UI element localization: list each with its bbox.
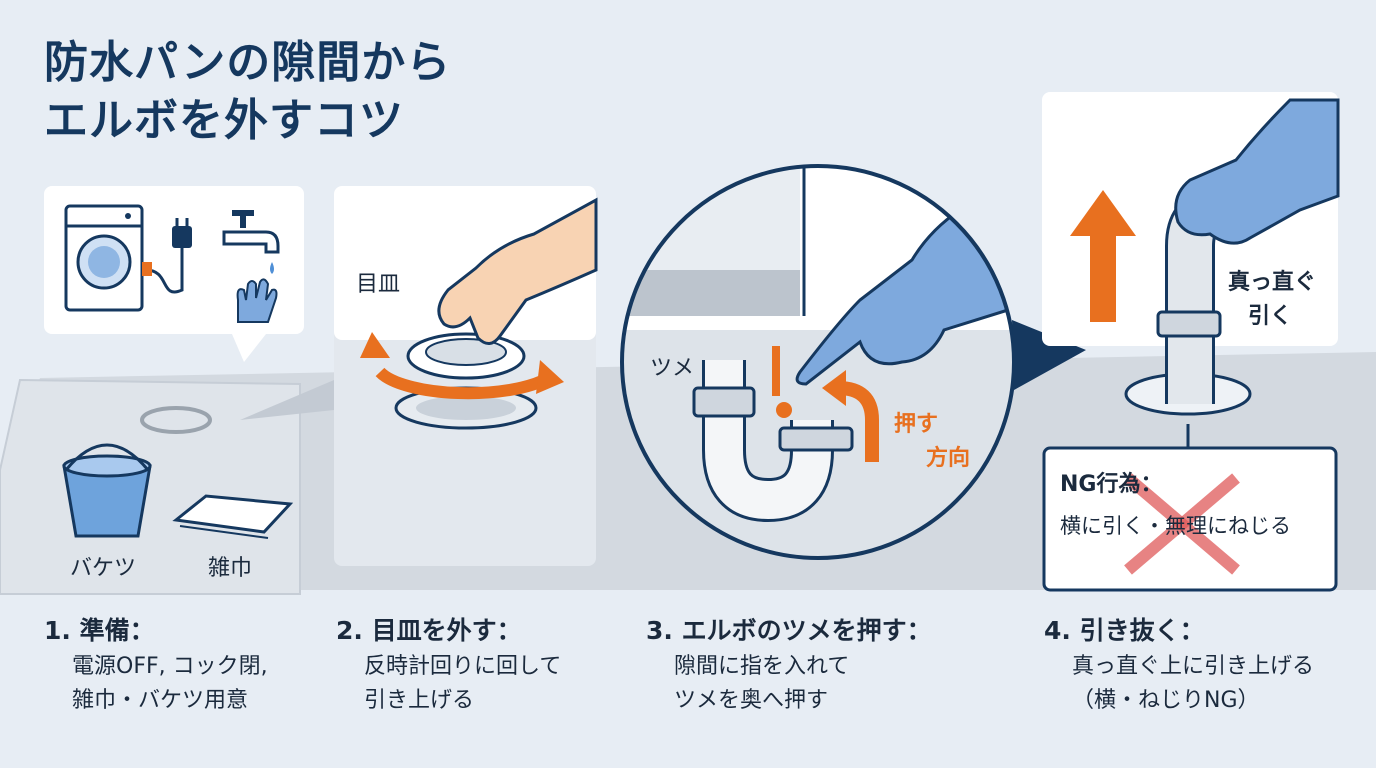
panel1-pointer — [232, 334, 266, 362]
power-plug-icon — [142, 218, 192, 294]
step-4-line1: 真っ直ぐ上に引き上げる — [1072, 654, 1315, 679]
page-title-line2: エルボを外すコツ — [44, 95, 404, 146]
step-1-head: 1. 準備： — [44, 616, 155, 645]
waterproof-pan — [0, 378, 301, 595]
direction-label: 方向 — [926, 446, 971, 471]
ng-title: NG行為： — [1060, 472, 1163, 497]
step-2-line1: 反時計回りに回して — [364, 654, 562, 679]
bucket-label: バケツ — [70, 556, 137, 581]
faucet-icon — [222, 210, 280, 274]
cloth-label: 雑巾 — [208, 556, 253, 581]
step-4: 4. 引き抜く： 真っ直ぐ上に引き上げる （横・ねじりNG） — [1044, 612, 1364, 718]
step-3-line1: 隙間に指を入れて — [674, 654, 850, 679]
panel3-pointer — [1012, 320, 1086, 390]
ng-text: 横に引く・無理にねじる — [1060, 514, 1291, 538]
panel2-pointer — [240, 380, 334, 420]
hand-icon — [437, 197, 598, 345]
cloth-icon — [172, 494, 294, 539]
step-2-line2: 引き上げる — [364, 688, 475, 713]
step-4-line2: （横・ねじりNG） — [1072, 688, 1260, 713]
step-4-head: 4. 引き抜く： — [1044, 616, 1205, 645]
push-label: 押す — [894, 412, 939, 437]
elbow-pipe-icon — [1156, 189, 1222, 404]
step-1: 1. 準備： 電源OFF, コック閉, 雑巾・バケツ用意 — [44, 612, 364, 718]
page-title: 防水パンの隙間から エルボを外すコツ — [44, 34, 451, 150]
ng-box: NG行為： 横に引く・無理にねじる — [1044, 448, 1336, 590]
up-arrow-icon — [1070, 190, 1136, 322]
washing-machine-icon — [64, 204, 144, 312]
page-title-line1: 防水パンの隙間から — [44, 37, 452, 88]
bucket-icon — [62, 443, 152, 538]
trap-cover-icon — [394, 332, 538, 430]
step-1-line1: 電源OFF, コック閉, — [72, 654, 268, 679]
glove-hand-icon — [1174, 98, 1340, 245]
glove-icon — [236, 278, 278, 323]
step-2: 2. 目皿を外す： 反時計回りに回して 引き上げる — [336, 612, 656, 718]
step-3-head: 3. エルボのツメを押す： — [646, 616, 932, 645]
pull-label-line2: 引く — [1248, 304, 1293, 329]
pull-label-line1: 真っ直ぐ — [1228, 270, 1317, 295]
step-3: 3. エルボのツメを押す： 隙間に指を入れて ツメを奥へ押す — [646, 612, 966, 718]
drain-ring — [140, 406, 212, 434]
rotate-arrow-head-left — [360, 332, 390, 358]
claw-label: ツメ — [650, 356, 695, 381]
step-2-head: 2. 目皿を外す： — [336, 616, 522, 645]
step-1-line2: 雑巾・バケツ用意 — [72, 688, 249, 713]
trap-cover-label: 目皿 — [356, 272, 401, 297]
rotate-arrow-head-right — [536, 360, 564, 394]
step-3-line2: ツメを奥へ押す — [674, 688, 829, 713]
rotate-arrow — [375, 367, 551, 400]
